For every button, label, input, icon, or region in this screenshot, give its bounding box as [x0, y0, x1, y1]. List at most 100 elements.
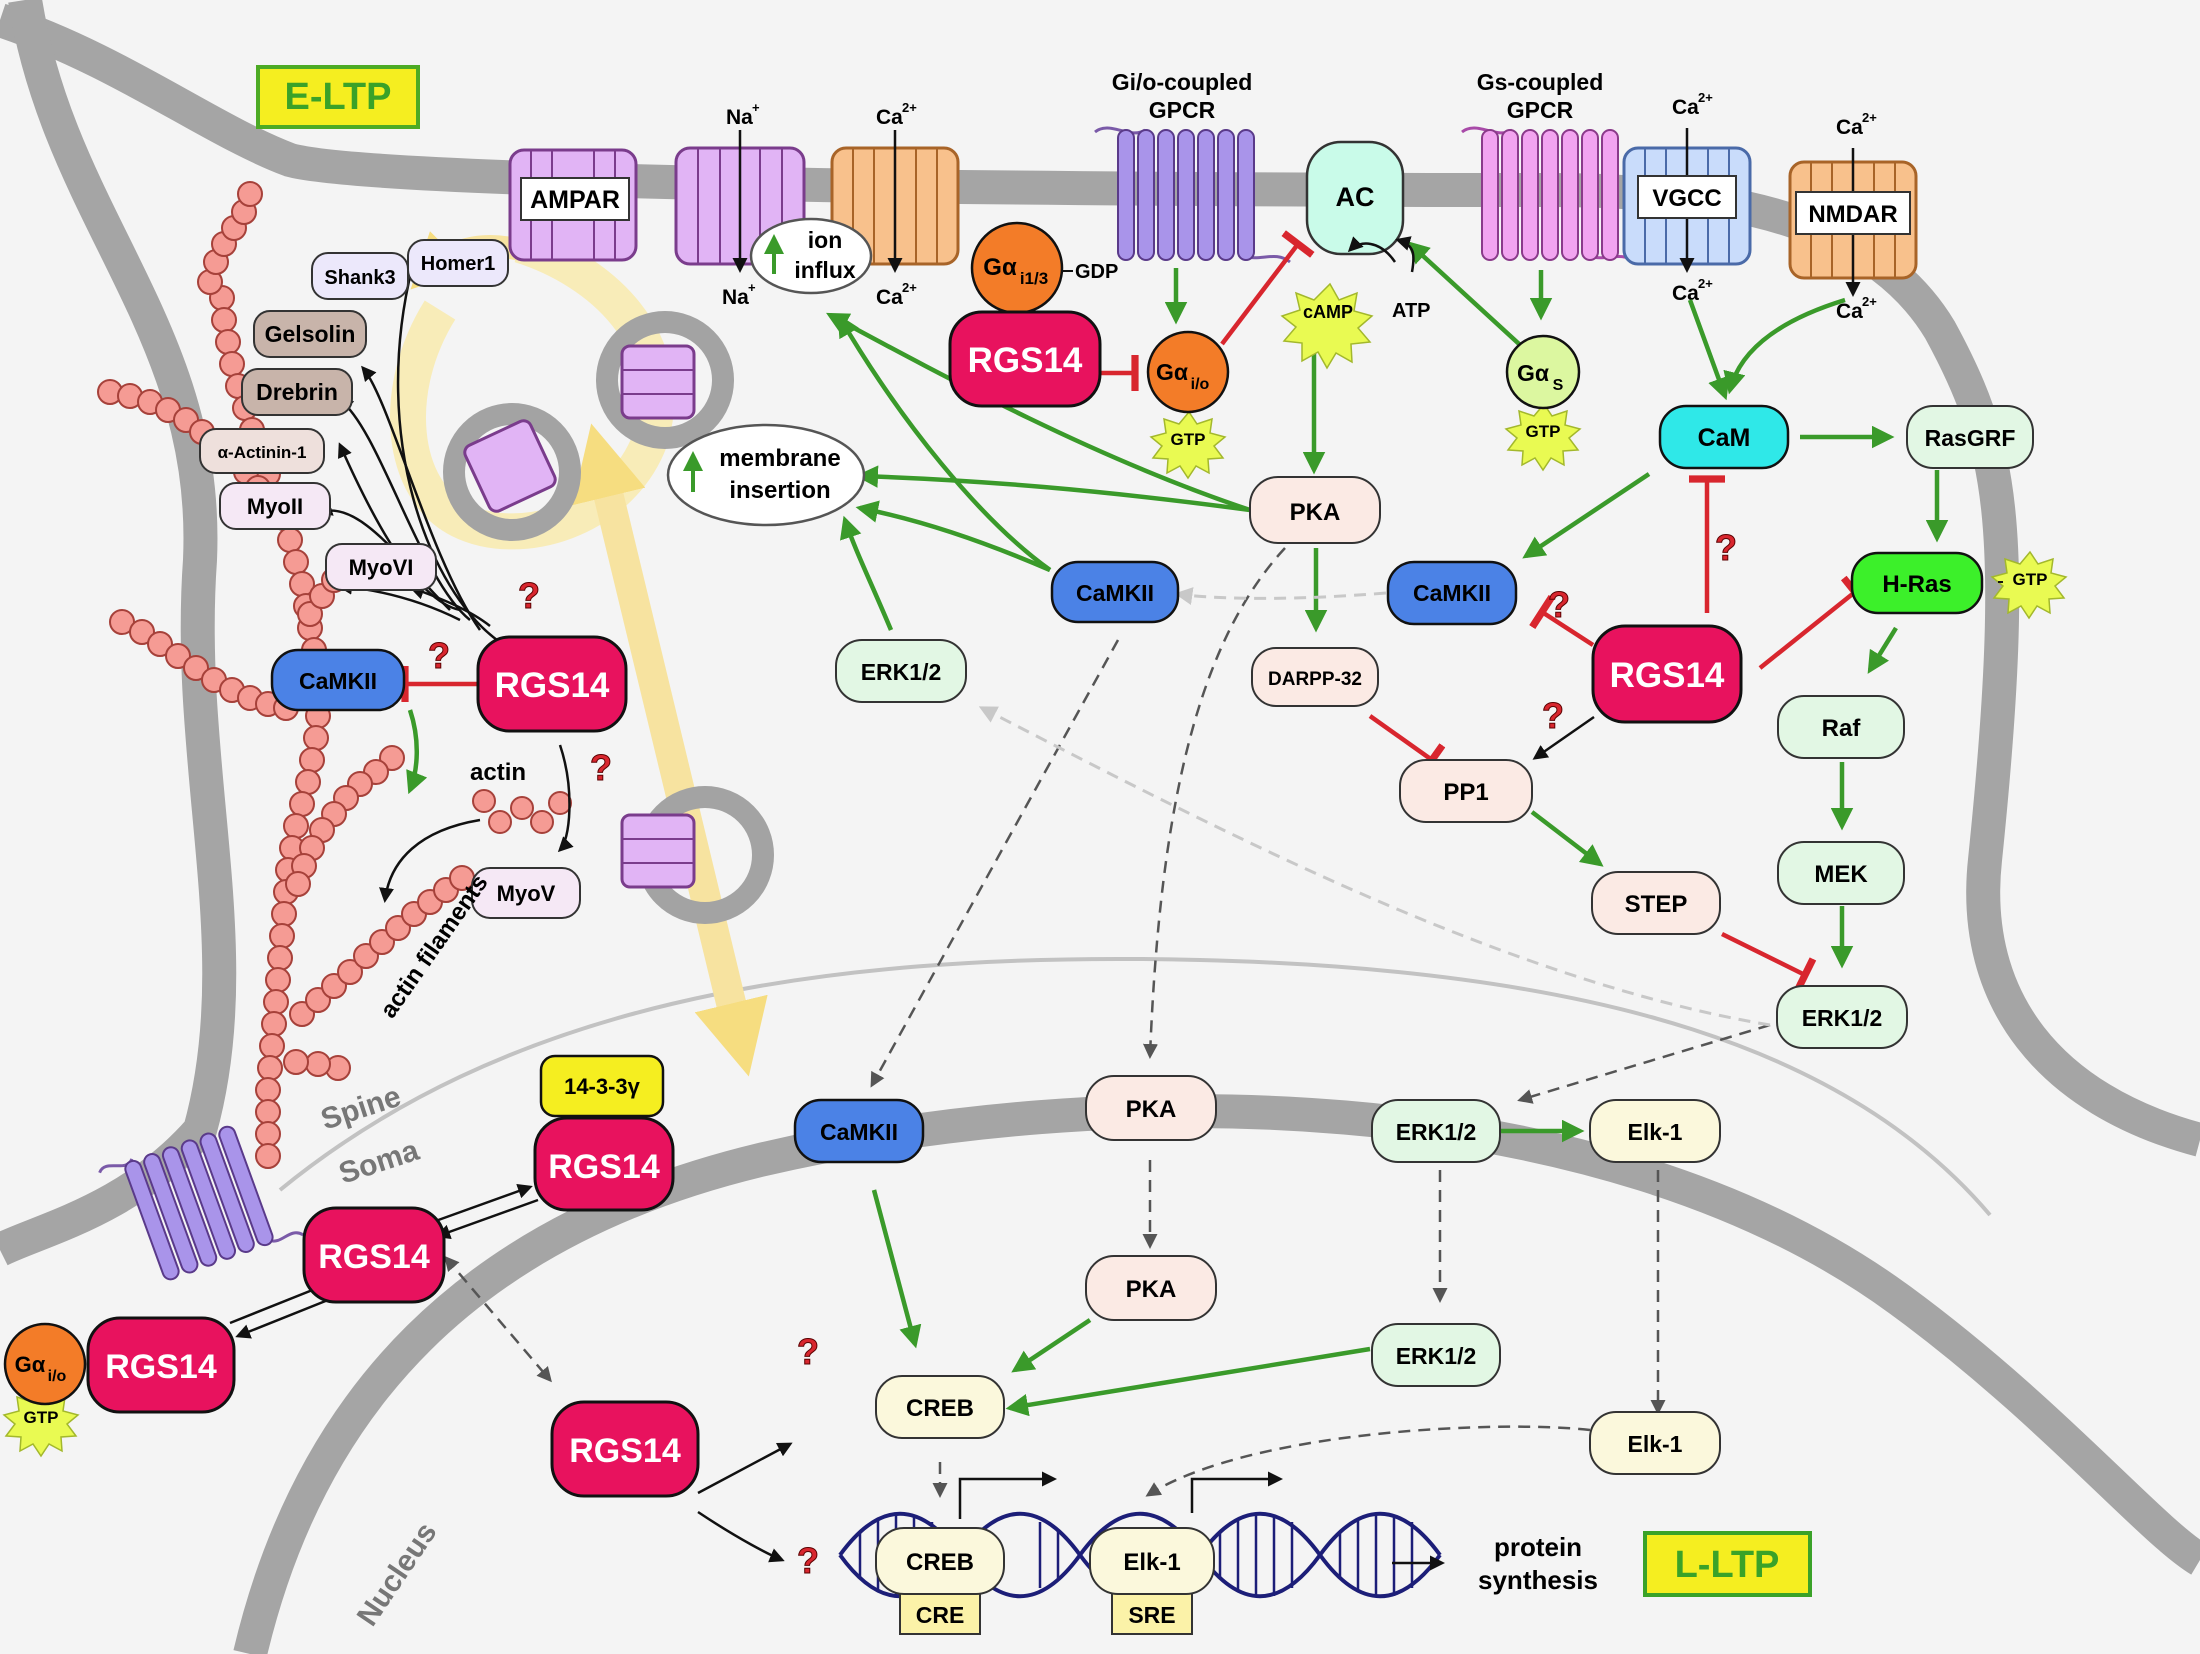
lltp-badge [1643, 1531, 1812, 1597]
actin-label: actin [470, 759, 526, 786]
homer1-node: Homer1 [407, 239, 509, 287]
myoii-label: MyoII [247, 494, 303, 519]
gtp-label-3: GTP [2013, 570, 2048, 589]
gelsolin-node: Gelsolin [253, 310, 367, 358]
camkii-right-label: CaMKII [1413, 580, 1491, 606]
p1433-label: 14-3-3γ [564, 1074, 641, 1099]
camkii-soma-label: CaMKII [820, 1119, 898, 1145]
ca-n-top-sup: 2+ [1862, 110, 1877, 125]
drebrin-label: Drebrin [256, 379, 338, 405]
ca-v-bottom-sup: 2+ [1698, 276, 1713, 291]
elk1-dna-node: Elk-1 [1089, 1527, 1215, 1595]
gio-gpcr-label-1: Gi/o-coupled [1112, 69, 1253, 95]
rgs14-top-node: RGS14 [948, 310, 1102, 408]
sre-box: SRE [1111, 1591, 1193, 1635]
erk12-soma-node: ERK1/2 [1371, 1099, 1501, 1163]
rgs14-top-label: RGS14 [968, 341, 1083, 380]
gas-sub: S [1553, 377, 1564, 394]
question-mark-6: ? [1542, 695, 1564, 736]
erk12-mid-node: ERK1/2 [835, 639, 967, 703]
membrane-insertion-line1: membrane [719, 445, 840, 472]
pka-nuc-label: PKA [1126, 1276, 1177, 1303]
gaio-sub: i/o [1191, 376, 1210, 393]
question-mark-8: ? [797, 1540, 819, 1581]
question-mark-1: ? [518, 575, 540, 616]
gaio-bottom-label: Gα [15, 1352, 46, 1377]
rgs14-nuc-label: RGS14 [569, 1432, 681, 1470]
nmdar-label: NMDAR [1808, 201, 1897, 228]
ca-a-bottom-sup: 2+ [902, 280, 917, 295]
ca-n-top-label: Ca [1836, 116, 1863, 139]
gaio-bottom-sub: i/o [48, 1368, 67, 1385]
gs-gpcr-label-1: Gs-coupled [1477, 69, 1604, 95]
green-activation-arrows [406, 240, 1949, 1417]
myov-node: MyoV [471, 867, 581, 919]
atp-label: ATP [1392, 300, 1431, 322]
camkii-mid-label: CaMKII [1076, 580, 1154, 606]
creb-node: CREB [875, 1375, 1005, 1439]
camp-starburst: cAMP [1280, 282, 1374, 370]
camkii-soma-node: CaMKII [793, 1098, 925, 1164]
myovi-label: MyoVI [349, 555, 414, 580]
gaio-label: Gα [1156, 359, 1188, 385]
spine-soma-boundary [278, 956, 1992, 1217]
myov-label: MyoV [497, 881, 556, 906]
gs-coupled-gpcr [1461, 126, 1636, 264]
na-top-sup: + [752, 100, 760, 115]
mek-node: MEK [1777, 841, 1905, 905]
spine-label: Spine [317, 1080, 405, 1137]
nmdar-channel: NMDAR [1788, 148, 1918, 297]
camkii-left-label: CaMKII [299, 668, 377, 694]
gtp-starburst-3: GTP [1990, 550, 2068, 620]
erk12-mid-label: ERK1/2 [861, 659, 942, 685]
cam-label: CaM [1698, 424, 1751, 452]
na-top-label: Na [726, 106, 753, 129]
rgs14-bottom-node: RGS14 [86, 1316, 236, 1414]
ampar-label: AMPAR [530, 186, 620, 214]
shank3-node: Shank3 [311, 252, 409, 300]
ion-influx-line2: influx [794, 257, 856, 283]
protein-synthesis-line1: protein [1494, 1532, 1582, 1562]
gtp-label-1: GTP [1171, 430, 1206, 449]
question-mark-7: ? [797, 1331, 819, 1372]
vesicle-2 [443, 403, 581, 541]
raf-label: Raf [1822, 715, 1862, 742]
creb-dna-label: CREB [906, 1549, 974, 1576]
protein-synthesis-line2: synthesis [1478, 1565, 1598, 1595]
gtp-starburst-2: GTP [1504, 402, 1582, 472]
actin-filament-network [97, 181, 572, 1169]
creb-dna-node: CREB [875, 1527, 1005, 1595]
p1433-node: 14-3-3γ [539, 1054, 665, 1118]
rgs14-soma-node: RGS14 [302, 1206, 446, 1304]
na-bottom-sup: + [748, 280, 756, 295]
mek-label: MEK [1814, 861, 1868, 888]
red-inhibition-lines [401, 230, 1870, 993]
erk12-soma-label: ERK1/2 [1396, 1119, 1477, 1145]
rgs14-1433-label: RGS14 [548, 1148, 660, 1186]
cre-box: CRE [899, 1591, 981, 1635]
rgs14-right-node: RGS14 [1591, 624, 1743, 724]
membrane-insertion-line2: insertion [729, 477, 830, 504]
ampar-channel: AMPAR [508, 148, 638, 262]
pp1-node: PP1 [1399, 759, 1533, 823]
gio-coupled-gpcr [1094, 126, 1291, 264]
gio-gpcr-label-2: GPCR [1149, 97, 1216, 123]
rgs14-left-node: RGS14 [476, 635, 628, 733]
drebrin-node: Drebrin [241, 368, 353, 416]
ca-n-bottom-sup: 2+ [1862, 294, 1877, 309]
homer1-label: Homer1 [421, 253, 495, 275]
cre-label: CRE [916, 1602, 965, 1628]
membrane-insertion-bubble [666, 423, 866, 527]
pka-label: PKA [1290, 499, 1341, 526]
rgs14-right-label: RGS14 [1610, 656, 1725, 695]
question-mark-5: ? [1548, 584, 1570, 625]
rgs14-soma-label: RGS14 [318, 1238, 430, 1276]
gai13-sub: i1/3 [1020, 269, 1048, 288]
vgcc-label: VGCC [1652, 185, 1721, 212]
pka-node: PKA [1249, 476, 1381, 544]
na-bottom-label: Na [722, 286, 749, 309]
vesicle-3 [620, 786, 774, 924]
elk1-soma-node: Elk-1 [1589, 1099, 1721, 1163]
